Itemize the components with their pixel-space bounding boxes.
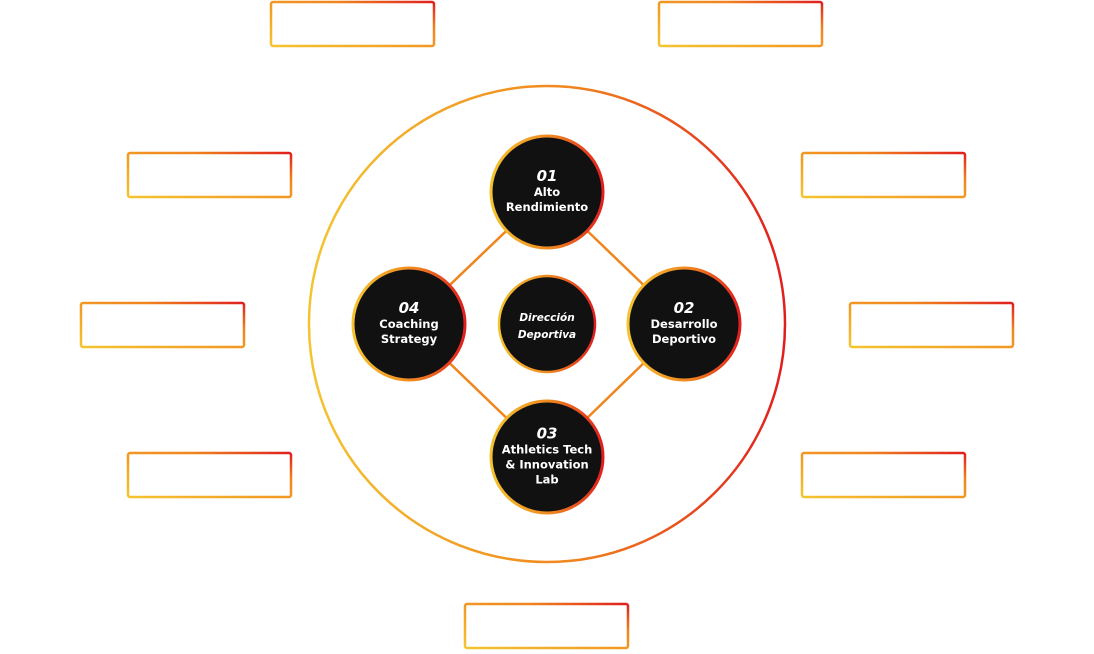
empty-box-middle-right: [848, 301, 1015, 349]
connectors: [448, 229, 645, 420]
empty-box-top-left: [269, 0, 436, 48]
empty-box-lower-right: [800, 451, 967, 499]
node-number: 04: [399, 299, 420, 317]
node-circle: [626, 266, 742, 382]
node-circle: [489, 134, 605, 250]
nodes: 01AltoRendimiento02DesarrolloDeportivo03…: [351, 134, 742, 515]
node-label-line: Rendimiento: [506, 200, 588, 214]
node-label-line: Desarrollo: [651, 317, 718, 331]
node-label-line: Athletics Tech: [502, 443, 593, 457]
empty-box-middle-left: [79, 301, 246, 349]
empty-boxes: [79, 0, 1015, 650]
center-label-line: Dirección: [519, 312, 574, 324]
outer-ring: [307, 84, 787, 564]
center-circle: [497, 274, 597, 374]
node-label-line: Strategy: [381, 332, 438, 346]
connector-athletics-tech-to-coaching-strategy: [448, 361, 508, 420]
empty-box-top-right: [657, 0, 824, 48]
node-number: 01: [537, 167, 558, 185]
connector-coaching-strategy-to-alto-rendimiento: [448, 229, 508, 287]
node-label-line: Lab: [535, 473, 558, 487]
node-circle: [489, 399, 605, 515]
empty-box-lower-left: [126, 451, 293, 499]
node-label-line: Coaching: [379, 317, 438, 331]
node-number: 03: [537, 425, 558, 443]
node-circle: [351, 266, 467, 382]
connector-desarrollo-deportivo-to-athletics-tech: [586, 362, 645, 419]
node-number: 02: [674, 299, 695, 317]
connector-alto-rendimiento-to-desarrollo-deportivo: [586, 229, 645, 287]
empty-box-bottom-center: [463, 602, 630, 650]
empty-box-upper-left: [126, 151, 293, 199]
node-label-line: Alto: [534, 185, 560, 199]
node-label-line: Deportivo: [652, 332, 716, 346]
empty-box-upper-right: [800, 151, 967, 199]
center-label-line: Deportiva: [518, 329, 576, 341]
node-label-line: & Innovation: [505, 458, 588, 472]
